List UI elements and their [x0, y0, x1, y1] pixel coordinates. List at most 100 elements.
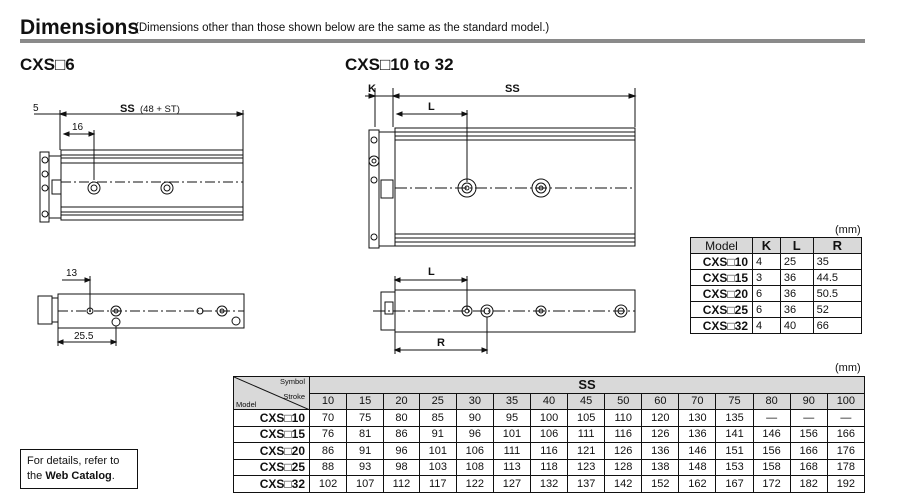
ss-value-cell: 112 — [383, 475, 420, 493]
stroke-header-cell: 15 — [346, 392, 385, 410]
ss-value-cell: 136 — [678, 425, 717, 443]
ss-value-cell: 96 — [455, 425, 494, 443]
dim-25-5-label: 25.5 — [74, 331, 94, 342]
header-rule — [20, 39, 865, 43]
ss-value-cell: 118 — [529, 458, 569, 476]
ss-value-cell: 103 — [418, 458, 457, 476]
stroke-header-cell: 35 — [492, 392, 532, 410]
krl-cell: 36 — [779, 285, 814, 302]
krl-cell: 6 — [752, 285, 781, 302]
ss-value-cell: 152 — [641, 475, 680, 493]
krl-cell: 25 — [779, 253, 814, 270]
ss-value-cell: 138 — [641, 458, 680, 476]
ss-value-cell: 80 — [383, 409, 420, 427]
dim-5-label: 5 — [33, 103, 39, 114]
ss-value-cell: 136 — [641, 442, 680, 460]
dim-13-label: 13 — [66, 268, 78, 279]
ss-value-cell: 117 — [418, 475, 457, 493]
ss-value-cell: 88 — [308, 458, 348, 476]
ss-value-cell: — — [752, 409, 791, 427]
ss-value-cell: 116 — [604, 425, 643, 443]
dim-l-bottom-label: L — [428, 266, 435, 278]
ss-value-cell: 146 — [752, 425, 791, 443]
stroke-header-cell: 40 — [529, 392, 569, 410]
stroke-header-cell: 80 — [752, 392, 791, 410]
ss-value-cell: 105 — [567, 409, 606, 427]
krl-cell: CXS□25 — [690, 301, 753, 318]
ss-model-cell: CXS□25 — [233, 458, 310, 476]
ss-value-cell: 146 — [678, 442, 717, 460]
krl-cell: 36 — [779, 301, 814, 318]
ss-value-cell: 137 — [567, 475, 606, 493]
table-row: CXS□10 4 25 35 — [690, 253, 863, 270]
model-title-cxs10-32: CXS□10 to 32 — [345, 55, 454, 74]
catalog-note-line1: For details, refer to — [27, 455, 120, 467]
krl-cell: 52 — [812, 301, 863, 318]
ss-value-cell: 120 — [641, 409, 680, 427]
ss-value-cell: 111 — [567, 425, 606, 443]
drawing-cxs6-top: 5 SS (48 + ST) 16 — [33, 103, 245, 223]
ss-value-cell: 116 — [529, 442, 569, 460]
ss-value-cell: 168 — [789, 458, 828, 476]
krl-cell: 4 — [752, 253, 781, 270]
ss-value-cell: 96 — [383, 442, 420, 460]
ss-value-cell: 151 — [715, 442, 754, 460]
ss-value-cell: 178 — [826, 458, 866, 476]
ss-value-cell: 166 — [789, 442, 828, 460]
ss-value-cell: — — [789, 409, 828, 427]
ss-value-cell: 75 — [346, 409, 385, 427]
catalog-note: For details, refer to the Web Catalog. — [20, 449, 138, 489]
ss-value-cell: 192 — [826, 475, 866, 493]
stroke-header-cell: 30 — [455, 392, 494, 410]
ss-value-cell: 130 — [678, 409, 717, 427]
ss-value-cell: 81 — [346, 425, 385, 443]
dim-16-label: 16 — [72, 122, 84, 133]
ss-corner-cell: Symbol Stroke Model — [233, 376, 310, 410]
krl-cell: 50.5 — [812, 285, 863, 302]
krl-header-r: R — [812, 237, 863, 254]
krl-cell: CXS□10 — [690, 253, 753, 270]
ss-value-cell: 100 — [529, 409, 569, 427]
table-row: CXS□25 6 36 52 — [690, 301, 863, 318]
ss-model-cell: CXS□20 — [233, 442, 310, 460]
krl-header-model: Model — [690, 237, 753, 254]
ss-value-cell: 148 — [678, 458, 717, 476]
ss-value-cell: 128 — [604, 458, 643, 476]
corner-stroke-label: Stroke — [283, 392, 305, 401]
ss-value-cell: 135 — [715, 409, 754, 427]
corner-symbol-label: Symbol — [279, 377, 305, 386]
krl-cell: 35 — [812, 253, 863, 270]
ss-value-cell: 156 — [789, 425, 828, 443]
ss-value-cell: 85 — [418, 409, 457, 427]
dim-r-label: R — [437, 337, 445, 349]
krl-cell: CXS□15 — [690, 269, 753, 286]
ss-value-cell: 126 — [604, 442, 643, 460]
catalog-note-prefix: the — [27, 470, 46, 482]
ss-value-cell: 108 — [455, 458, 494, 476]
ss-value-cell: 141 — [715, 425, 754, 443]
ss-header: SS — [309, 376, 865, 394]
ss-value-cell: 91 — [346, 442, 385, 460]
ss-value-cell: 110 — [604, 409, 643, 427]
stroke-header-cell: 10 — [308, 392, 348, 410]
ss-value-cell: 76 — [308, 425, 348, 443]
web-catalog-link[interactable]: Web Catalog — [45, 470, 112, 482]
ss-value-cell: 162 — [678, 475, 717, 493]
ss-value-cell: 166 — [826, 425, 866, 443]
ss-value-cell: 156 — [752, 442, 791, 460]
krl-cell: 3 — [752, 269, 781, 286]
ss-model-cell: CXS□15 — [233, 425, 310, 443]
header-note: (Dimensions other than those shown below… — [135, 22, 550, 34]
krl-cell: CXS□20 — [690, 285, 753, 302]
corner-model-label: Model — [236, 400, 257, 409]
drawing-cxs10-32-top: K SS L — [365, 83, 637, 249]
ss-value-cell: 86 — [308, 442, 348, 460]
ss-value-cell: 121 — [567, 442, 606, 460]
ss-value-cell: 123 — [567, 458, 606, 476]
